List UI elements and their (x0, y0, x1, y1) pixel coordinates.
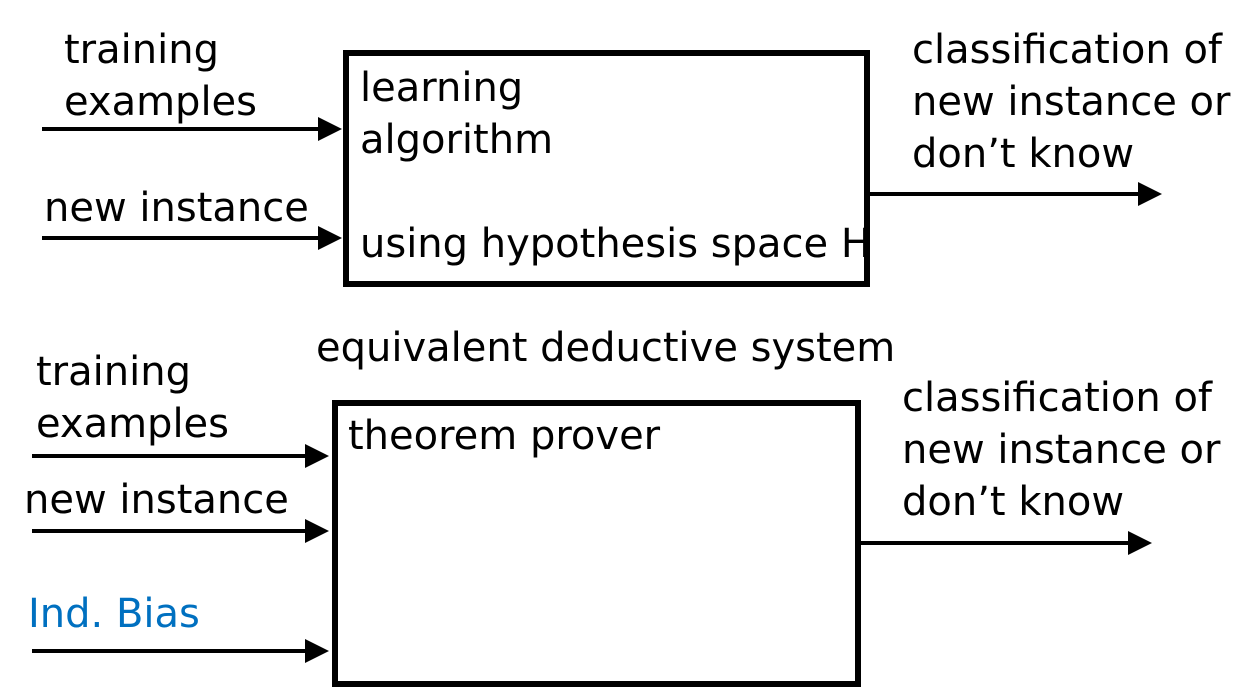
bottom-input-new-instance-label: new instance (24, 477, 289, 523)
top-output-line1: classification of (912, 27, 1222, 73)
bottom-training-label-line1: training (36, 349, 191, 395)
learning-algorithm-box (343, 50, 870, 287)
top-input-new-instance-label: new instance (44, 185, 309, 231)
learning-algorithm-box-text: learning algorithm (360, 62, 553, 166)
top-output-label: classification of new instance or don’t … (912, 24, 1230, 180)
theorem-prover-label: theorem prover (348, 413, 661, 459)
bottom-training-label-line2: examples (36, 401, 230, 447)
bottom-output-label: classification of new instance or don’t … (902, 372, 1220, 528)
top-output-line2: new instance or (912, 79, 1231, 125)
bottom-output-line3: don’t know (902, 479, 1125, 525)
ind-bias-label: Ind. Bias (28, 591, 200, 637)
learning-box-line1: learning (360, 65, 524, 111)
hypothesis-space-label: using hypothesis space H (360, 221, 871, 267)
deductive-system-title: equivalent deductive system (316, 325, 896, 371)
top-training-label-line1: training (64, 27, 219, 73)
bottom-input-training-examples-label: training examples (36, 346, 229, 450)
theorem-prover-box (332, 400, 861, 687)
top-training-label-line2: examples (64, 79, 258, 125)
learning-box-line2: algorithm (360, 117, 554, 163)
top-output-line3: don’t know (912, 131, 1135, 177)
bottom-output-line2: new instance or (902, 427, 1221, 473)
top-input-training-examples-label: training examples (64, 24, 257, 128)
bottom-output-line1: classification of (902, 375, 1212, 421)
